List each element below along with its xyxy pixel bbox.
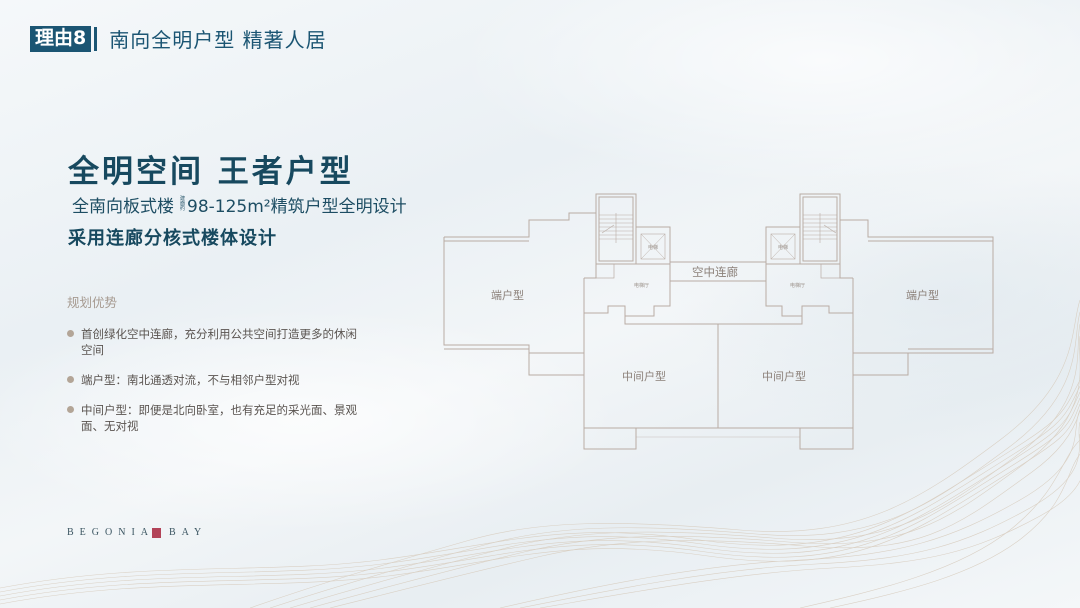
area-mini-label: 建 面 约 [180,196,186,212]
section-header: 理由8 南向全明户型 精著人居 [30,24,327,53]
subtitle-main: 98-125m²精筑户型全明设计 [187,197,407,217]
lobby-right-label: 电梯厅 [790,283,806,289]
header-title: 南向全明户型 精著人居 [109,28,327,52]
advantages-title: 规划优势 [67,295,118,310]
bullet-dot-icon [67,330,74,337]
brand-logo: BEGONIA BAY [67,527,207,538]
advantages-list: 首创绿化空中连廊，充分利用公共空间打造更多的休闲空间 端户型：南北通透对流，不与… [67,326,357,448]
brand-left: BEGONIA [67,527,154,538]
brand-right: BAY [169,527,208,538]
advantage-item: 首创绿化空中连廊，充分利用公共空间打造更多的休闲空间 [67,326,357,358]
advantage-item: 中间户型：即便是北向卧室，也有充足的采光面、景观面、无对视 [67,402,357,434]
brand-seal-icon [152,527,161,538]
bullet-dot-icon [67,376,74,383]
main-title: 全明空间 王者户型 [68,154,354,190]
elevator-left-label: 电梯 [648,245,659,251]
subtitle-prefix: 全南向板式楼 [72,197,174,217]
reason-tag: 理由8 [30,25,92,52]
bullet-dot-icon [67,406,74,413]
subtitle-line-2: 采用连廊分核式楼体设计 [68,228,277,249]
middle-unit-left-label: 中间户型 [622,370,666,383]
subtitle-line-1: 全南向板式楼 建 面 约 98-125m²精筑户型全明设计 [72,192,407,218]
tag-divider [94,26,98,51]
end-unit-left-label: 端户型 [491,289,524,302]
advantage-item: 端户型：南北通透对流，不与相邻户型对视 [67,372,357,388]
middle-unit-right-label: 中间户型 [762,370,806,383]
lobby-left-label: 电梯厅 [634,283,650,289]
end-unit-right-label: 端户型 [906,289,939,302]
sky-corridor-label: 空中连廊 [692,265,738,279]
elevator-right-label: 电梯 [778,245,789,251]
